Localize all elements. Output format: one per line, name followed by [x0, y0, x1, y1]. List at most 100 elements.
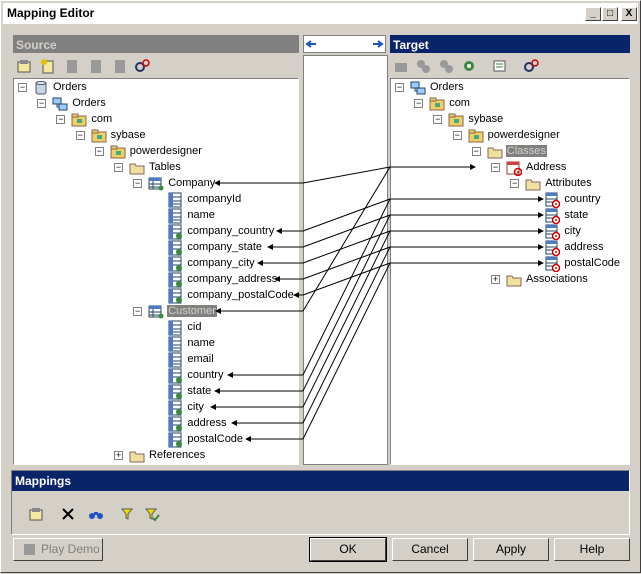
properties-icon[interactable] — [16, 58, 32, 74]
filter-dropdown-icon[interactable] — [492, 58, 508, 74]
source-node-orders[interactable]: − Orders — [14, 80, 298, 96]
source-node-company[interactable]: −Company — [14, 176, 298, 192]
arrow-left-icon[interactable] — [305, 38, 317, 50]
mappings-header: Mappings — [12, 471, 629, 491]
tree-node-label: name — [187, 337, 215, 349]
maximize-button[interactable]: □ — [602, 7, 618, 21]
source-node-tables[interactable]: −Tables — [14, 160, 298, 176]
source-node-name[interactable]: name — [14, 208, 298, 224]
collapse-icon[interactable]: − — [395, 82, 404, 92]
folder-icon — [487, 147, 503, 159]
target-node-powerdesigner[interactable]: −powerdesigner — [391, 128, 629, 144]
target-node-orders[interactable]: −Orders — [391, 80, 629, 96]
target-node-attributes[interactable]: −Attributes — [391, 176, 629, 192]
collapse-icon[interactable]: − — [510, 178, 520, 188]
source-node-com[interactable]: −com — [14, 112, 298, 128]
target-node-address[interactable]: −Address — [391, 160, 629, 176]
source-node-customer[interactable]: − Customer — [14, 304, 298, 320]
target-node-address[interactable]: address — [391, 240, 629, 256]
play-demo-button[interactable]: Play Demo — [13, 538, 103, 561]
close-button[interactable]: X — [621, 7, 637, 21]
collapse-icon[interactable]: − — [94, 146, 104, 156]
column-icon — [168, 192, 182, 208]
target-node-postalcode[interactable]: postalCode — [391, 256, 629, 272]
collapse-icon[interactable]: − — [18, 82, 27, 92]
arrow-right-icon[interactable] — [372, 38, 384, 50]
ok-button[interactable]: OK — [309, 537, 387, 562]
collapse-icon[interactable]: − — [452, 130, 462, 140]
collapse-icon[interactable]: − — [433, 114, 443, 124]
doc-icon-3 — [115, 60, 125, 73]
tree-node-label: country — [564, 193, 601, 205]
tree-node-label: country — [187, 369, 224, 381]
source-node-company-city[interactable]: company_city — [14, 256, 298, 272]
target-node-state[interactable]: state — [391, 208, 629, 224]
source-tree: −Orders−Orders−com−sybase−powerdesigner−… — [14, 79, 298, 464]
find-icon[interactable] — [134, 58, 150, 74]
target-node-country[interactable]: country — [391, 192, 629, 208]
source-node-city[interactable]: city — [14, 400, 298, 416]
target-node-com[interactable]: −com — [391, 96, 629, 112]
column-mapped-icon — [168, 400, 183, 416]
new-icon[interactable] — [40, 58, 56, 74]
target-header: Target — [390, 35, 630, 53]
source-node-company-state[interactable]: company_state — [14, 240, 298, 256]
collapse-icon[interactable]: − — [491, 162, 500, 172]
target-node-sybase[interactable]: −sybase — [391, 112, 629, 128]
source-node-cid[interactable]: cid — [14, 320, 298, 336]
column-icon — [168, 208, 182, 224]
collapse-icon[interactable]: − — [56, 114, 66, 124]
mappings-header-label: Mappings — [15, 474, 71, 488]
column-mapped-icon — [168, 224, 183, 240]
minimize-button[interactable]: _ — [585, 7, 601, 21]
target-node-classes[interactable]: −Classes — [391, 144, 629, 160]
filter-icon[interactable] — [120, 506, 136, 522]
source-node-orders[interactable]: −Orders — [14, 96, 298, 112]
delete-icon[interactable] — [60, 506, 76, 522]
find-target-icon[interactable] — [523, 58, 539, 74]
expand-icon[interactable]: + — [114, 450, 123, 460]
tree-node-label: postalCode — [564, 257, 621, 269]
source-node-company-address[interactable]: company_address — [14, 272, 298, 288]
apply-button[interactable]: Apply — [473, 538, 549, 561]
help-button[interactable]: Help — [554, 538, 630, 561]
source-node-address[interactable]: address — [14, 416, 298, 432]
collapse-icon[interactable]: − — [37, 98, 47, 108]
collapse-icon[interactable]: − — [114, 162, 123, 172]
gear-dropdown-icon[interactable] — [461, 58, 477, 74]
target-node-city[interactable]: city — [391, 224, 629, 240]
target-node-associations[interactable]: +Associations — [391, 272, 629, 288]
source-node-company-country[interactable]: company_country — [14, 224, 298, 240]
tree-node-label: Orders — [53, 81, 87, 93]
tree-node-label: city — [564, 225, 581, 237]
source-node-sybase[interactable]: −sybase — [14, 128, 298, 144]
source-node-powerdesigner[interactable]: − powerdesigner — [14, 144, 298, 160]
source-node-name[interactable]: name — [14, 336, 298, 352]
target-header-label: Target — [393, 38, 429, 52]
arrow-target-attr — [538, 228, 544, 234]
source-node-references[interactable]: +References — [14, 448, 298, 464]
collapse-icon[interactable]: − — [471, 146, 481, 156]
mapping-properties-icon[interactable] — [28, 506, 44, 522]
filter-check-icon[interactable] — [144, 506, 160, 522]
doc-icon-2 — [91, 60, 101, 73]
collapse-icon[interactable]: − — [75, 130, 85, 140]
source-node-companyid[interactable]: companyId — [14, 192, 298, 208]
tree-node-label: city — [187, 401, 204, 413]
source-node-company-postalcode[interactable]: company_postalCode — [14, 288, 298, 304]
source-node-state[interactable]: state — [14, 384, 298, 400]
cancel-button[interactable]: Cancel — [392, 538, 468, 561]
source-node-postalcode[interactable]: postalCode — [14, 432, 298, 448]
source-node-email[interactable]: email — [14, 352, 298, 368]
source-header: Source — [13, 35, 299, 53]
arrow-customer-col — [245, 436, 251, 442]
tree-node-label: powerdesigner — [129, 145, 202, 157]
tree-node-label: Customer — [167, 305, 217, 317]
expand-icon[interactable]: + — [491, 274, 500, 284]
collapse-icon[interactable]: − — [133, 178, 143, 188]
source-node-country[interactable]: country — [14, 368, 298, 384]
collapse-icon[interactable]: − — [133, 306, 143, 316]
collapse-icon[interactable]: − — [414, 98, 424, 108]
find-mapping-icon[interactable] — [88, 506, 104, 522]
package-icon — [468, 129, 484, 143]
